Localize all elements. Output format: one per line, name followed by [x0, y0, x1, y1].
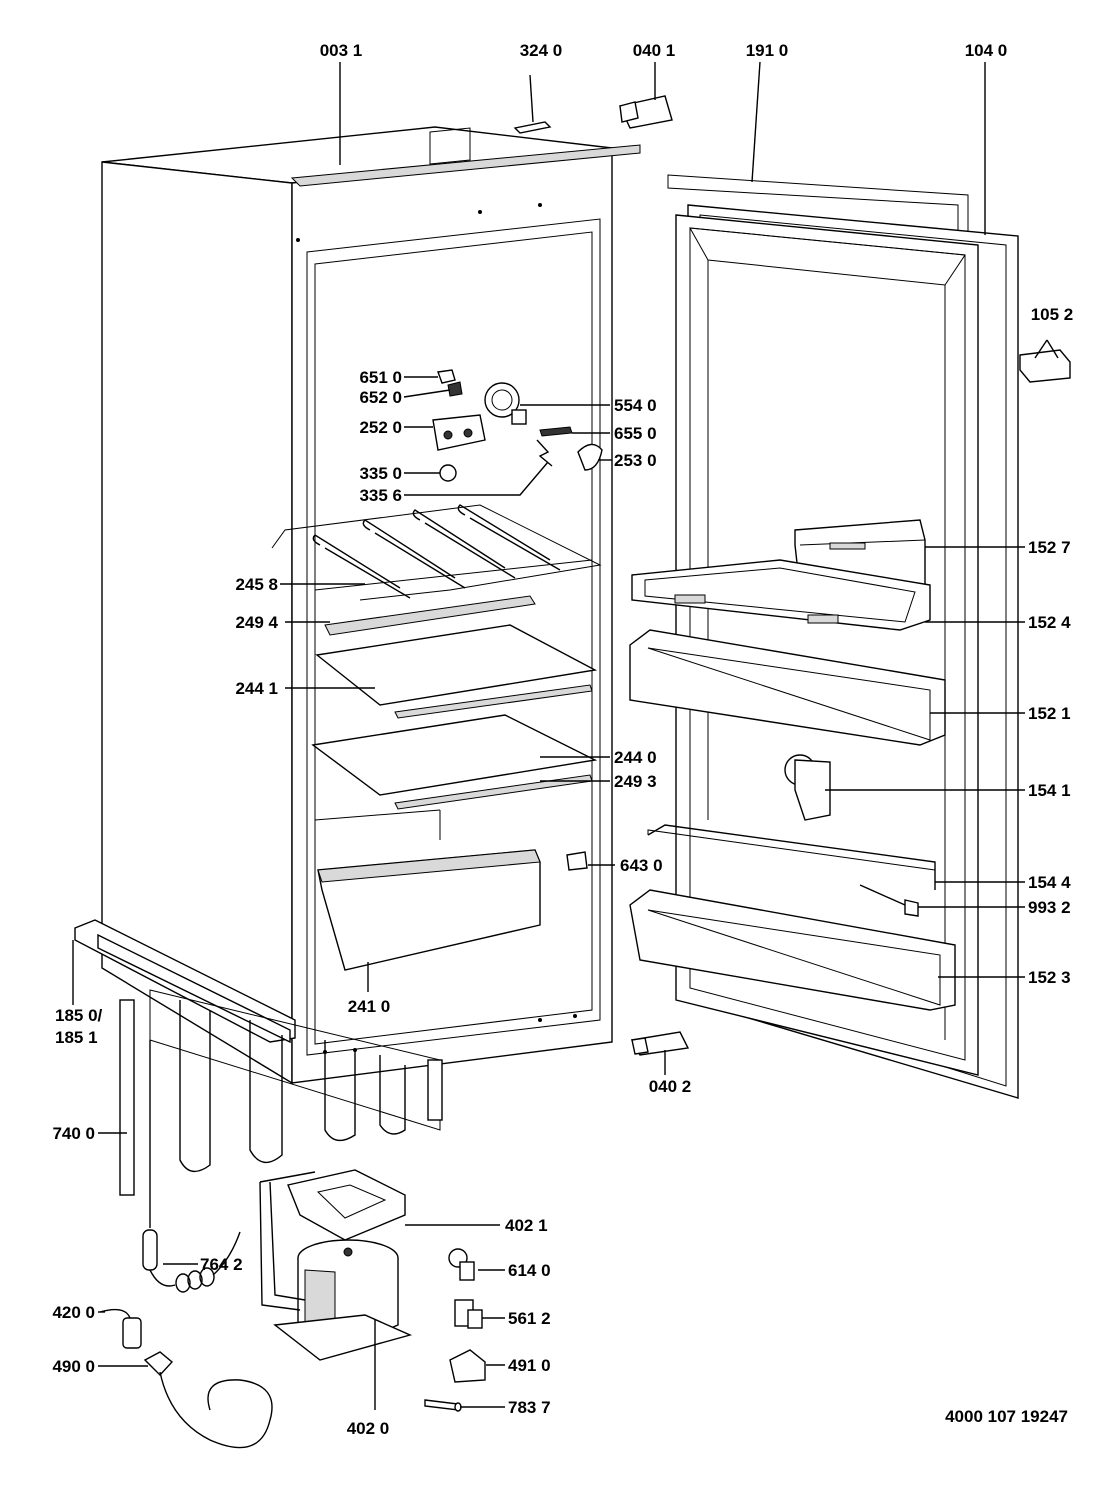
switch-993-2	[859, 884, 919, 917]
hinge-bracket-040-1	[619, 62, 673, 129]
label-154-4: 154 4	[1028, 873, 1071, 892]
compressor-402-0	[273, 1239, 413, 1410]
bottle-retainer-154-4	[647, 824, 936, 890]
label-402-1: 402 1	[505, 1216, 548, 1235]
label-740-0: 740 0	[52, 1124, 95, 1143]
label-003-1: 003 1	[320, 41, 363, 60]
label-104-0: 104 0	[965, 41, 1008, 60]
label-105-2: 105 2	[1031, 305, 1074, 324]
label-185-0: 185 0/	[55, 1006, 103, 1025]
label-152-7: 152 7	[1028, 538, 1071, 557]
label-249-3: 249 3	[614, 772, 657, 791]
leader-lines	[72, 61, 1025, 1408]
label-764-2: 764 2	[200, 1255, 243, 1274]
label-191-0: 191 0	[746, 41, 789, 60]
label-655-0: 655 0	[614, 424, 657, 443]
label-244-1: 244 1	[235, 679, 278, 698]
crisper-drawer-241-0	[317, 849, 541, 971]
top-hinge-cover-324-0	[513, 74, 552, 134]
label-324-0: 324 0	[520, 41, 563, 60]
door-bin-152-1	[629, 629, 946, 746]
label-152-3: 152 3	[1028, 968, 1071, 987]
label-249-4: 249 4	[235, 613, 278, 632]
thermostat-sensor-764-2	[142, 1040, 241, 1293]
label-420-0: 420 0	[52, 1303, 95, 1322]
label-561-2: 561 2	[508, 1309, 551, 1328]
shelf-trim-249-4	[324, 595, 536, 636]
label-335-6: 335 6	[359, 486, 402, 505]
evaporator-245-8	[271, 504, 602, 601]
power-cord-490-0	[143, 1351, 273, 1449]
label-652-0: 652 0	[359, 388, 402, 407]
label-152-4: 152 4	[1028, 613, 1071, 632]
label-152-1: 152 1	[1028, 704, 1071, 723]
label-040-2: 040 2	[649, 1077, 692, 1096]
egg-holder-154-1	[784, 754, 831, 821]
label-554-0: 554 0	[614, 396, 657, 415]
pipes	[259, 1171, 316, 1311]
label-335-0: 335 0	[359, 464, 402, 483]
part-labels: 003 1 324 0 040 1 191 0 104 0 105 2 651 …	[52, 41, 1073, 1438]
door-bin-152-3	[629, 889, 956, 1011]
cover-491-0	[449, 1349, 486, 1383]
label-491-0: 491 0	[508, 1356, 551, 1375]
label-402-0: 402 0	[347, 1419, 390, 1438]
hinge-bracket-040-2	[630, 1031, 690, 1075]
condenser-740-0	[119, 989, 443, 1196]
label-993-2: 993 2	[1028, 898, 1071, 917]
label-643-0: 643 0	[620, 856, 663, 875]
label-244-0: 244 0	[614, 748, 657, 767]
document-number: 4000 107 19247	[945, 1407, 1068, 1426]
door-shelf-lid-152-4	[631, 559, 931, 631]
filter-783-7	[424, 1399, 462, 1412]
label-651-0: 651 0	[359, 368, 402, 387]
start-device-561-2	[454, 1299, 483, 1329]
label-253-0: 253 0	[614, 451, 657, 470]
label-614-0: 614 0	[508, 1261, 551, 1280]
label-241-0: 241 0	[348, 997, 391, 1016]
label-490-0: 490 0	[52, 1357, 95, 1376]
label-252-0: 252 0	[359, 418, 402, 437]
label-185-1: 185 1	[55, 1028, 98, 1047]
label-040-1: 040 1	[633, 41, 676, 60]
capacitor-420-0	[99, 1308, 142, 1349]
relay-614-0	[448, 1248, 475, 1281]
label-154-1: 154 1	[1028, 781, 1071, 800]
plug-643-0	[566, 851, 588, 871]
label-783-7: 783 7	[508, 1398, 551, 1417]
compressor-tray-402-1	[287, 1169, 406, 1241]
label-245-8: 245 8	[235, 575, 278, 594]
